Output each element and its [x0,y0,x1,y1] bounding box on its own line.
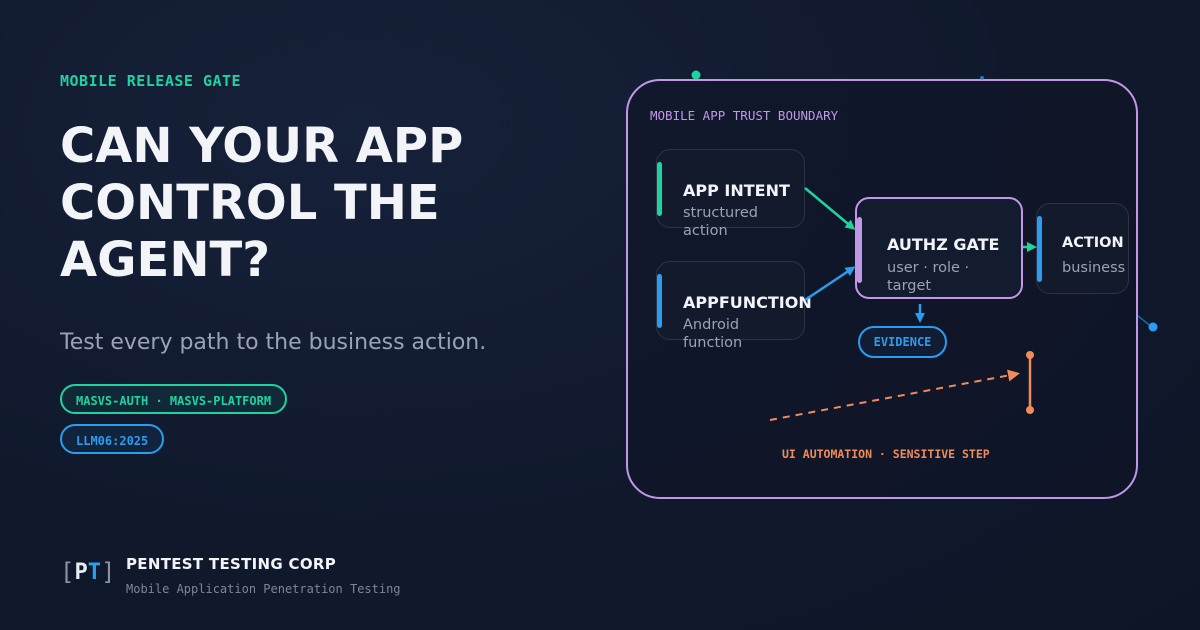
tag-masvs: MASVS-AUTH · MASVS-PLATFORM [60,384,288,414]
arrow-intent-to-authz [804,187,856,230]
logo-letter-t: T [87,559,101,585]
node-description: Android function [683,317,743,351]
ui-automation-dot-top [1026,351,1034,359]
evidence-pill: EVIDENCE [858,326,947,358]
headline-line-2: CONTROL THE [60,175,440,231]
headline-line-3: AGENT? [60,232,271,288]
node-description: business [1062,260,1126,276]
arrow-appfunction-to-authz [804,266,856,302]
logo-bracket-left: [ [60,558,75,586]
node-app-intent: APP INTENT structured action [656,149,805,239]
ui-automation-label: UI AUTOMATION · SENSITIVE STEP [782,447,990,461]
brand-name: PENTEST TESTING CORP [126,555,337,573]
brand-tagline: Mobile Application Penetration Testing [126,582,401,596]
node-title: AUTHZ GATE [887,235,1000,254]
node-accent-bar [857,217,862,283]
eyebrow-label: MOBILE RELEASE GATE [60,72,242,90]
trust-boundary-label: MOBILE APP TRUST BOUNDARY [650,108,839,123]
logo-bracket-right: ] [100,558,116,586]
node-accent-bar [657,274,662,328]
node-title: APP INTENT [683,181,790,200]
decor-dot-blue [1148,322,1158,332]
node-accent-bar [657,162,662,216]
headline-line-1: CAN YOUR APP [60,118,464,174]
node-authz-gate: AUTHZ GATE user · role · target [855,197,1023,299]
node-action: ACTION business [1036,203,1129,294]
brand-logo: [ P T ] [60,556,116,588]
subline: Test every path to the business action. [60,330,487,355]
node-appfunction: APPFUNCTION Android function [656,261,812,351]
node-accent-bar [1037,216,1042,282]
node-description: structured action [683,205,759,239]
decor-dot-green [691,70,701,80]
node-title: ACTION [1062,235,1124,251]
arrow-ui-automation-dashed [769,369,1020,421]
node-title: APPFUNCTION [683,293,812,312]
logo-letter-p: P [74,559,88,585]
decor-dot-blue-small [980,76,984,80]
tag-llm06: LLM06:2025 [60,424,165,454]
ui-automation-dot-bottom [1026,406,1034,414]
node-description: user · role · target [887,260,970,294]
headline: CAN YOUR APP CONTROL THE AGENT? [60,118,580,289]
